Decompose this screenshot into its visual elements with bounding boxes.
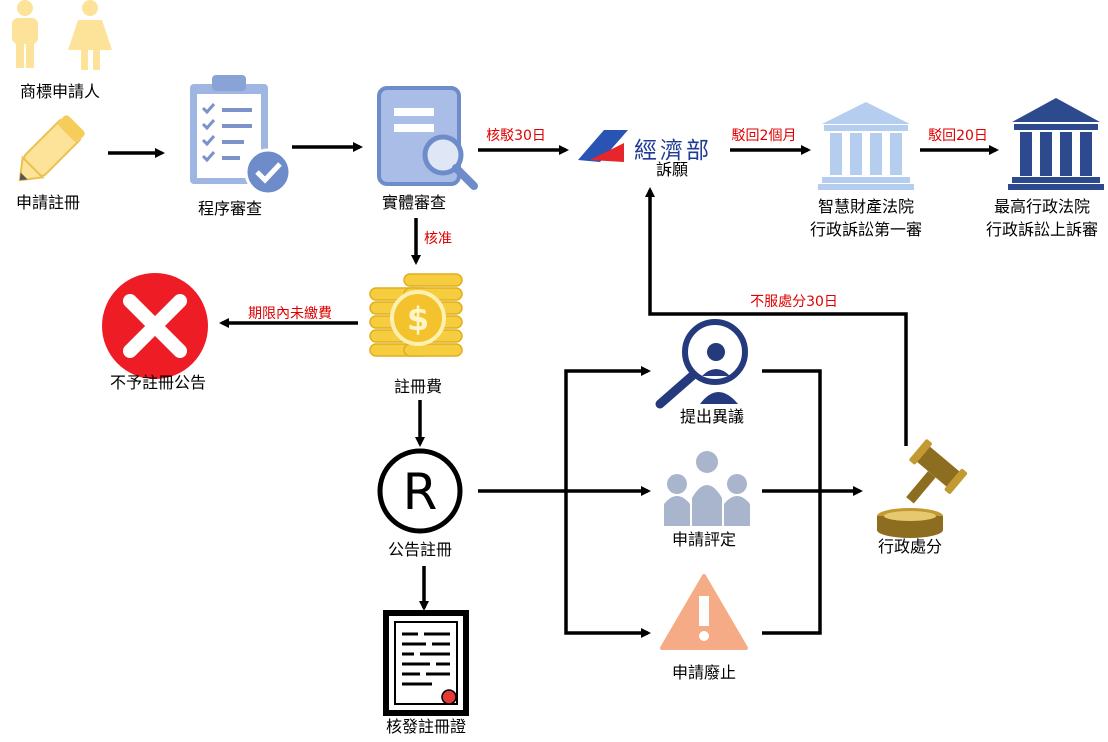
opposition-label: 提出異議 [680, 407, 744, 426]
substantive-review-label: 實體審查 [382, 193, 446, 212]
appeal-label: 訴願 [656, 160, 688, 179]
edge-reject-30: 核駁30日 [486, 128, 546, 144]
supreme-court-label-2: 行政訴訟上訴審 [986, 220, 1098, 239]
ip-court-label-1: 智慧財產法院 [818, 197, 914, 216]
procedural-review-label: 程序審查 [198, 199, 262, 218]
edge-reject-20: 駁回20日 [928, 128, 988, 144]
svg-text:經濟部: 經濟部 [634, 138, 712, 164]
warning-triangle-icon [660, 574, 748, 650]
certificate-icon [383, 610, 469, 716]
gavel-icon [877, 439, 968, 538]
admin-decision-label: 行政處分 [878, 537, 942, 556]
arrow-publish-to-opposition [564, 366, 651, 491]
line-opposition-merge [762, 369, 822, 491]
invalidation-label: 申請評定 [672, 530, 736, 549]
certificate-label: 核發註冊證 [386, 717, 466, 736]
moea-logo: 經濟部 [578, 130, 712, 164]
edge-reject-2m: 駁回2個月 [732, 128, 797, 144]
edge-disagree-30: 不服處分30日 [750, 294, 838, 310]
document-search-icon [377, 86, 478, 190]
supreme-court-building-icon [1008, 98, 1104, 190]
reg-fee-label: 註冊費 [394, 377, 442, 396]
edge-approve: 核准 [424, 231, 452, 247]
invalidation-people-icon [664, 451, 750, 526]
reject-x-icon [102, 273, 208, 379]
svg-text:$: $ [407, 300, 429, 338]
ip-court-building-icon [818, 102, 914, 190]
edge-unpaid: 期限內未繳費 [248, 306, 332, 322]
svg-text:R: R [403, 463, 438, 521]
cancellation-label: 申請廢止 [672, 663, 736, 682]
opposition-magnifier-person-icon [655, 319, 748, 409]
registered-mark-icon: R [377, 448, 463, 534]
reject-notice-label: 不予註冊公告 [110, 373, 206, 392]
pencil-icon [18, 115, 85, 182]
arrow-admin-decision-to-appeal [645, 187, 908, 446]
publish-label: 公告註冊 [388, 540, 452, 559]
applicant-people-icon [12, 0, 112, 70]
supreme-court-label-1: 最高行政法院 [994, 197, 1090, 216]
clipboard-check-icon [190, 75, 292, 196]
line-cancellation-merge [762, 491, 822, 635]
apply-label: 申請註冊 [16, 193, 80, 212]
arrow-publish-to-cancellation [564, 491, 651, 638]
coins-icon: $ [369, 273, 463, 357]
ip-court-label-2: 行政訴訟第一審 [810, 220, 922, 239]
applicant-label: 商標申請人 [20, 82, 100, 101]
